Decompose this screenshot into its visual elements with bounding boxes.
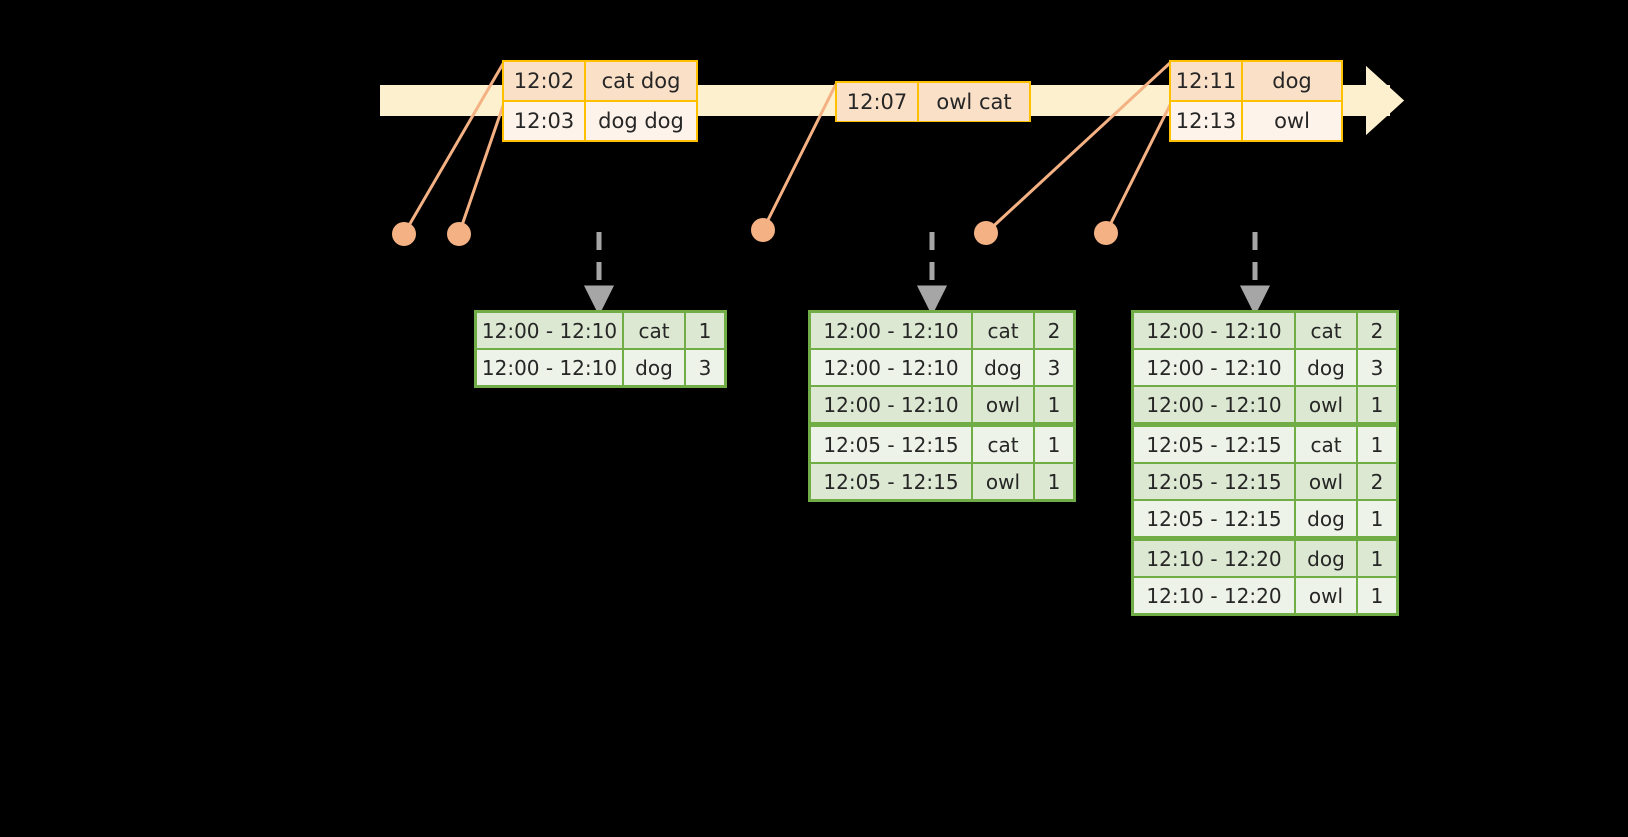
trigger-arrow-1-head bbox=[583, 285, 615, 316]
cell-count: 3 bbox=[1035, 350, 1073, 385]
cell-word: owl bbox=[1296, 464, 1356, 499]
cell-window: 12:00 - 12:10 bbox=[811, 387, 971, 422]
cell-word: cat bbox=[973, 313, 1033, 348]
cell-window: 12:00 - 12:10 bbox=[477, 350, 622, 385]
event-dot-5 bbox=[1094, 221, 1118, 245]
cell-count: 1 bbox=[1035, 464, 1073, 499]
cell-count: 1 bbox=[1358, 578, 1396, 613]
cell-count: 1 bbox=[1358, 541, 1396, 576]
cell-window: 12:10 - 12:20 bbox=[1134, 578, 1294, 613]
cell-count: 1 bbox=[1358, 501, 1396, 536]
cell-count: 3 bbox=[686, 350, 724, 385]
cell-count: 3 bbox=[1358, 350, 1396, 385]
cell-window: 12:00 - 12:10 bbox=[811, 313, 971, 348]
cell-word: dog bbox=[1296, 501, 1356, 536]
cell-word: cat bbox=[624, 313, 684, 348]
cell-word: cat bbox=[1296, 313, 1356, 348]
message-time: 12:13 bbox=[1171, 102, 1243, 140]
cell-word: owl bbox=[1296, 387, 1356, 422]
cell-count: 1 bbox=[1035, 427, 1073, 462]
cell-count: 2 bbox=[1358, 464, 1396, 499]
cell-word: cat bbox=[973, 427, 1033, 462]
cell-window: 12:10 - 12:20 bbox=[1134, 541, 1294, 576]
cell-window: 12:05 - 12:15 bbox=[811, 427, 971, 462]
message-row[interactable]: 12:02 cat dog bbox=[504, 62, 696, 100]
cell-count: 1 bbox=[1358, 387, 1396, 422]
message-row[interactable]: 12:13 owl bbox=[1171, 100, 1341, 140]
cell-window: 12:00 - 12:10 bbox=[1134, 313, 1294, 348]
message-time: 12:03 bbox=[504, 102, 586, 140]
cell-word: owl bbox=[1296, 578, 1356, 613]
cell-window: 12:00 - 12:10 bbox=[811, 350, 971, 385]
message-words: owl cat bbox=[919, 83, 1029, 121]
cell-word: owl bbox=[973, 464, 1033, 499]
cell-window: 12:05 - 12:15 bbox=[811, 464, 971, 499]
connector-line-2 bbox=[457, 102, 506, 235]
connector-line-5 bbox=[1104, 102, 1173, 234]
cell-count: 1 bbox=[686, 313, 724, 348]
cell-count: 2 bbox=[1035, 313, 1073, 348]
event-dot-1 bbox=[392, 222, 416, 246]
message-box-2[interactable]: 12:07 owl cat bbox=[835, 81, 1031, 122]
message-words: dog dog bbox=[586, 102, 696, 140]
message-words: owl bbox=[1243, 102, 1341, 140]
message-row[interactable]: 12:07 owl cat bbox=[837, 83, 1029, 121]
cell-word: cat bbox=[1296, 427, 1356, 462]
cell-word: owl bbox=[973, 387, 1033, 422]
message-box-1[interactable]: 12:02 cat dog 12:03 dog dog bbox=[502, 60, 698, 142]
cell-window: 12:05 - 12:15 bbox=[1134, 464, 1294, 499]
cell-window: 12:00 - 12:10 bbox=[1134, 350, 1294, 385]
cell-word: dog bbox=[624, 350, 684, 385]
message-time: 12:11 bbox=[1171, 62, 1243, 100]
event-dot-4 bbox=[974, 221, 998, 245]
cell-window: 12:00 - 12:10 bbox=[1134, 387, 1294, 422]
cell-word: dog bbox=[973, 350, 1033, 385]
message-row[interactable]: 12:11 dog bbox=[1171, 62, 1341, 100]
event-dot-3 bbox=[751, 218, 775, 242]
cell-window: 12:05 - 12:15 bbox=[1134, 501, 1294, 536]
cell-window: 12:00 - 12:10 bbox=[477, 313, 622, 348]
message-words: cat dog bbox=[586, 62, 696, 100]
trigger-arrow-2-head bbox=[916, 285, 948, 316]
message-words: dog bbox=[1243, 62, 1341, 100]
cell-count: 1 bbox=[1035, 387, 1073, 422]
cell-count: 2 bbox=[1358, 313, 1396, 348]
cell-word: dog bbox=[1296, 350, 1356, 385]
message-time: 12:07 bbox=[837, 83, 919, 121]
cell-word: dog bbox=[1296, 541, 1356, 576]
cell-window: 12:05 - 12:15 bbox=[1134, 427, 1294, 462]
message-row[interactable]: 12:03 dog dog bbox=[504, 100, 696, 140]
event-dot-2 bbox=[447, 222, 471, 246]
message-time: 12:02 bbox=[504, 62, 586, 100]
cell-count: 1 bbox=[1358, 427, 1396, 462]
message-box-3[interactable]: 12:11 dog 12:13 owl bbox=[1169, 60, 1343, 142]
trigger-arrow-3-head bbox=[1239, 285, 1271, 316]
